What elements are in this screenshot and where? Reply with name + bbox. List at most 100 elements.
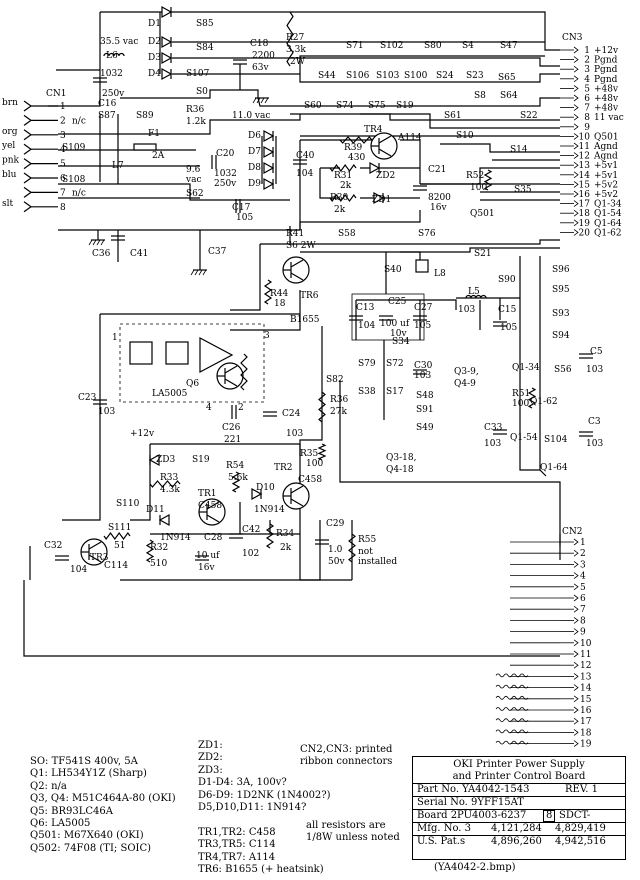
label-c27v: 105 — [414, 321, 431, 331]
capacitor-c18 — [233, 59, 247, 65]
cn3-pin-chevron — [573, 94, 579, 102]
label-s72: S72 — [386, 359, 404, 369]
board-info-box: OKI Printer Power Supply and Printer Con… — [412, 756, 626, 860]
label-s109: S109 — [62, 143, 86, 153]
cn1-wire-color: n/c — [72, 188, 86, 198]
label-zd1: ZD1 — [372, 195, 391, 205]
parts-list-line: Q1: LH534Y1Z (Sharp) — [30, 768, 147, 780]
label-s22: S22 — [520, 111, 538, 121]
label-c33v: 103 — [484, 439, 501, 449]
label-r51: R51 — [512, 389, 530, 399]
label-s106: S106 — [346, 71, 370, 81]
cn2-pin-number: 14 — [580, 684, 592, 694]
label-c24v: 103 — [286, 429, 303, 439]
cn2-pin-number: 9 — [580, 628, 586, 638]
diode-body — [263, 145, 275, 159]
cn3-pin-chevron — [573, 75, 579, 83]
label-c24: C24 — [282, 409, 301, 419]
cn2-title: CN2 — [562, 527, 583, 537]
label-zd3: ZD3 — [156, 455, 175, 465]
label-s35: S35 — [514, 185, 532, 195]
cn1-pin-number: 6 — [60, 174, 66, 184]
cn3-pin-label: Q501 — [594, 132, 619, 142]
label-r27: R27 — [286, 33, 305, 43]
capacitor-c13 — [349, 315, 363, 321]
label-s89: S89 — [136, 111, 154, 121]
label-s87: S87 — [98, 111, 116, 121]
label-r54: R54 — [226, 461, 245, 471]
diode-d11 — [158, 513, 170, 527]
transistor-tr2 — [282, 482, 310, 510]
diode-d6 — [263, 129, 275, 143]
cn3-pin-number: 2 — [584, 56, 590, 66]
parts-list-line: TR6: B1655 (+ heatsink) — [198, 864, 324, 876]
cn2-pin-chevron — [573, 639, 579, 647]
wire-segment — [299, 55, 545, 74]
capacitor-c23 — [93, 399, 107, 405]
cn3-pin-number: 13 — [579, 161, 591, 171]
label-c15v: 105 — [500, 323, 517, 333]
cn2-pin-number: 3 — [580, 560, 586, 570]
cn2-pin-chevron — [573, 661, 579, 669]
cn2-pin-number: 15 — [580, 695, 592, 705]
diode-body — [161, 35, 173, 49]
cn2-pin-chevron — [573, 572, 579, 579]
label-d10: D10 — [256, 483, 275, 493]
label-l7: L7 — [112, 161, 124, 171]
label-r31v: 2k — [340, 181, 352, 191]
label-c13v: 104 — [358, 321, 375, 331]
label-c41: C41 — [130, 249, 148, 259]
cn1-wire-color: org — [2, 127, 18, 137]
patent-4: 4,942,516 — [555, 836, 606, 847]
transistor-emitter — [206, 514, 220, 523]
ground-hatch — [194, 269, 199, 276]
resistor-r33 — [149, 480, 181, 488]
cn3-pin-chevron — [573, 46, 579, 54]
diode-body — [263, 177, 275, 191]
label-r51v: 100 — [512, 399, 529, 409]
inductor-l5 — [465, 294, 487, 299]
label-vac355: 35.5 vac — [100, 37, 138, 47]
part-number: Part No. YA4042-1543 — [417, 784, 530, 795]
cn3-pin-label: Q1-54 — [594, 209, 622, 219]
wire-segment — [58, 114, 301, 135]
label-c17: C17 — [232, 203, 251, 213]
cn3-pin-number: 9 — [584, 123, 590, 133]
wire-segment — [58, 183, 290, 201]
label-c40: C40 — [296, 151, 315, 161]
diode-body — [263, 161, 275, 175]
label-s108: S108 — [62, 175, 86, 185]
resistor-r51 — [527, 387, 537, 409]
cn3-pin-number: 1 — [584, 46, 590, 56]
cn2-connector: CN21234567891011121314151617181920 — [560, 527, 592, 750]
board-box-digit: 8 — [543, 810, 556, 822]
cn2-pin-chevron — [573, 549, 579, 557]
label-q49: Q4-9 — [454, 379, 476, 389]
regulator-la5005-outline — [119, 323, 265, 403]
wire-segment — [62, 314, 101, 521]
cn3-pin-number: 6 — [584, 94, 590, 104]
transistor-tr4 — [370, 132, 398, 160]
capacitor-c32 — [55, 555, 69, 561]
image-caption: (YA4042-2.bmp) — [434, 862, 516, 873]
serial-number-row: Serial No. 9YFF15AT — [413, 797, 625, 810]
label-p4: 4 — [206, 403, 212, 413]
regulator-opamp — [199, 337, 234, 373]
cn2-pin-number: 12 — [580, 661, 591, 671]
parts-list-line: ZD2: — [198, 752, 223, 764]
parts-list-line: SO: TF541S 400v, 5A — [30, 756, 138, 767]
label-d8: D8 — [248, 163, 261, 173]
wire-segment — [100, 11, 560, 51]
circuit-wires — [23, 11, 561, 744]
cn2-pin-chevron — [573, 717, 579, 725]
label-s104: S104 — [544, 435, 568, 445]
label-c21r: 16v — [430, 203, 447, 213]
cn3-pin-number: 18 — [579, 209, 591, 219]
cn2-pin-chevron — [573, 538, 579, 546]
cn3-pin-chevron — [573, 219, 579, 227]
wire-segment — [339, 380, 561, 560]
cn3-pin-label: +5v2 — [594, 190, 618, 200]
parts-list-line: Q6: LA5005 — [30, 818, 91, 830]
label-p3: 3 — [264, 331, 270, 341]
